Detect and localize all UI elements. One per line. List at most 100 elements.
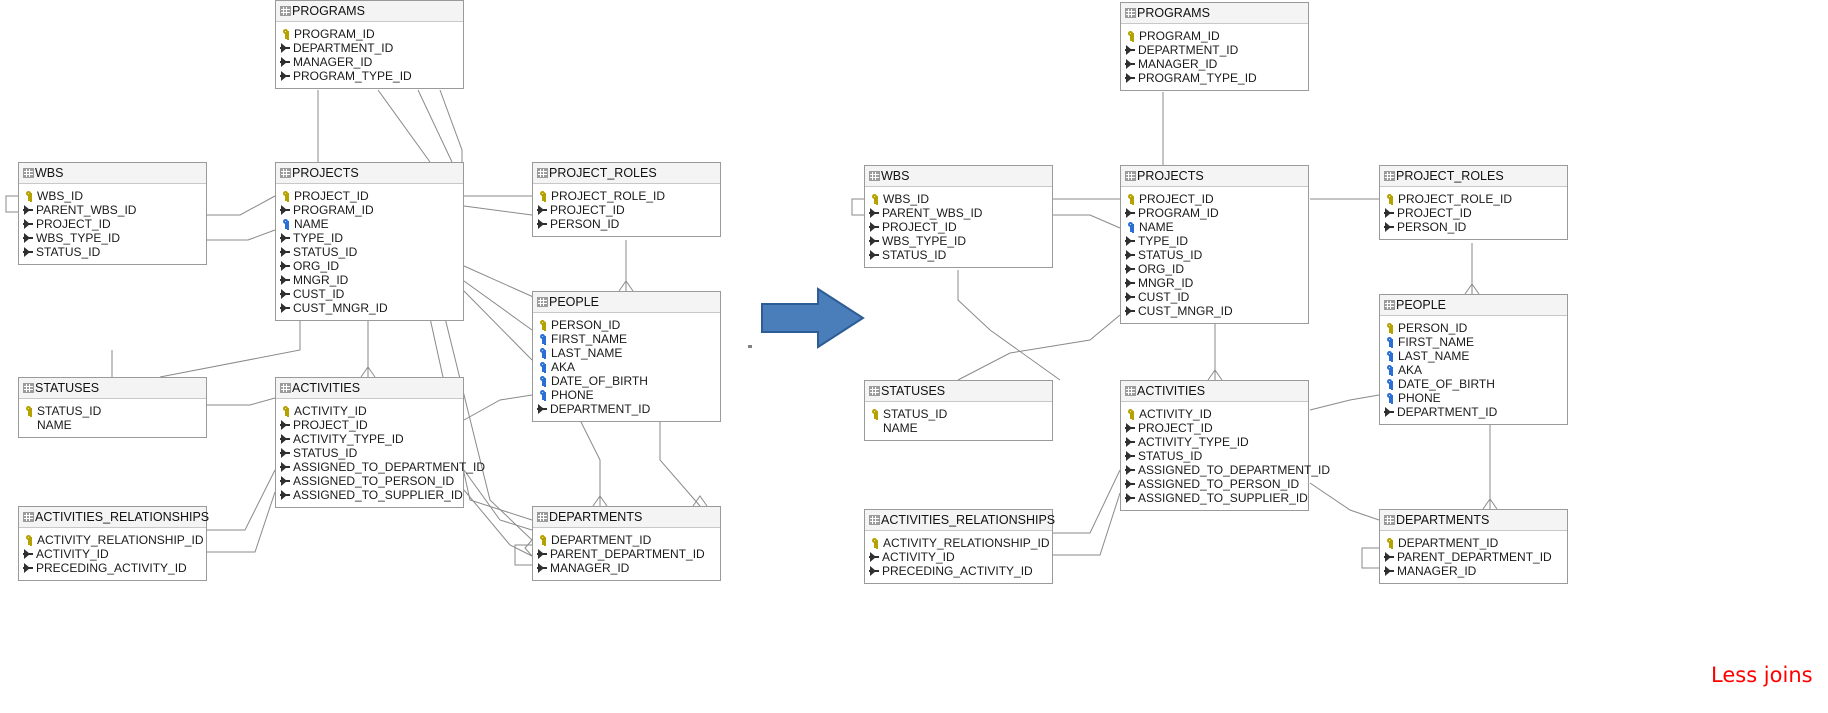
column-row[interactable]: ACTIVITY_ID [869,550,1048,564]
column-row[interactable]: STATUS_ID [1125,449,1304,463]
column-row[interactable]: MNGR_ID [280,273,459,287]
column-row[interactable]: PERSON_ID [1384,321,1563,335]
column-row[interactable]: MANAGER_ID [1125,57,1304,71]
column-row[interactable]: PROJECT_ID [1125,192,1304,206]
column-row[interactable]: PROJECT_ID [1125,421,1304,435]
column-row[interactable]: PROGRAM_ID [1125,206,1304,220]
column-row[interactable]: STATUS_ID [869,407,1048,421]
column-row[interactable]: PROJECT_ROLE_ID [537,189,716,203]
column-row[interactable]: MANAGER_ID [537,561,716,575]
column-row[interactable]: ASSIGNED_TO_SUPPLIER_ID [1125,491,1308,505]
column-row[interactable]: ACTIVITY_ID [1125,407,1304,421]
column-row[interactable]: WBS_TYPE_ID [23,231,202,245]
column-row[interactable]: ASSIGNED_TO_PERSON_ID [1125,477,1304,491]
column-row[interactable]: PROJECT_ROLE_ID [1384,192,1563,206]
column-row[interactable]: STATUS_ID [23,404,202,418]
column-row[interactable]: MANAGER_ID [280,55,459,69]
column-row[interactable]: NAME [280,217,459,231]
column-row[interactable]: PROGRAM_ID [1125,29,1304,43]
column-row[interactable]: PROGRAM_TYPE_ID [1125,71,1304,85]
column-row[interactable]: TYPE_ID [1125,234,1304,248]
column-row[interactable]: PARENT_WBS_ID [869,206,1048,220]
column-row[interactable]: DEPARTMENT_ID [280,41,459,55]
column-row[interactable]: DEPARTMENT_ID [537,402,716,416]
column-row[interactable]: PROGRAM_ID [280,27,459,41]
column-row[interactable]: MANAGER_ID [1384,564,1563,578]
column-row[interactable]: PROGRAM_TYPE_ID [280,69,459,83]
column-row[interactable]: ACTIVITY_ID [280,404,459,418]
column-row[interactable]: DATE_OF_BIRTH [1384,377,1563,391]
column-row[interactable]: ACTIVITY_RELATIONSHIP_ID [23,533,203,547]
column-row[interactable]: PARENT_DEPARTMENT_ID [1384,550,1563,564]
column-row[interactable]: STATUS_ID [23,245,202,259]
column-row[interactable]: ACTIVITY_TYPE_ID [280,432,459,446]
column-row[interactable]: PROJECT_ID [280,418,459,432]
column-row[interactable]: ASSIGNED_TO_DEPARTMENT_ID [1125,463,1330,477]
column-row[interactable]: AKA [537,360,716,374]
column-row[interactable]: PHONE [537,388,716,402]
column-row[interactable]: NAME [1125,220,1304,234]
column-row[interactable]: NAME [23,418,202,432]
column-row[interactable]: PHONE [1384,391,1563,405]
column-row[interactable]: PARENT_WBS_ID [23,203,202,217]
column-row[interactable]: ASSIGNED_TO_PERSON_ID [280,474,459,488]
column-row[interactable]: DEPARTMENT_ID [537,533,716,547]
column-row[interactable]: PERSON_ID [1384,220,1563,234]
column-row[interactable]: PROJECT_ID [537,203,716,217]
column-row[interactable]: ORG_ID [1125,262,1304,276]
column-row[interactable]: AKA [1384,363,1563,377]
column-row[interactable]: DATE_OF_BIRTH [537,374,716,388]
column-row[interactable]: WBS_ID [869,192,1048,206]
column-row[interactable]: PROJECT_ID [23,217,202,231]
column-row[interactable]: MNGR_ID [1125,276,1304,290]
column-row[interactable]: CUST_ID [280,287,459,301]
column-row[interactable]: CUST_ID [1125,290,1304,304]
column-row[interactable]: LAST_NAME [1384,349,1563,363]
column-row[interactable]: FIRST_NAME [537,332,716,346]
column-row[interactable]: STATUS_ID [280,245,459,259]
column-row[interactable]: DEPARTMENT_ID [1384,405,1563,419]
column-row[interactable]: ORG_ID [280,259,459,273]
column-row[interactable]: WBS_ID [23,189,202,203]
column-row[interactable]: PARENT_DEPARTMENT_ID [537,547,716,561]
column-row[interactable]: WBS_TYPE_ID [869,234,1048,248]
column-row[interactable]: FIRST_NAME [1384,335,1563,349]
column-row[interactable]: STATUS_ID [869,248,1048,262]
column-row[interactable]: DEPARTMENT_ID [1384,536,1563,550]
column-row[interactable]: PRECEDING_ACTIVITY_ID [869,564,1048,578]
column-row[interactable]: CUST_MNGR_ID [1125,304,1304,318]
column-row[interactable]: NAME [869,421,1048,435]
column-row[interactable]: PROJECT_ID [1384,206,1563,220]
column-row[interactable]: ASSIGNED_TO_DEPARTMENT_ID [280,460,485,474]
column-row[interactable]: LAST_NAME [537,346,716,360]
column-row[interactable]: DEPARTMENT_ID [1125,43,1304,57]
column-row[interactable]: STATUS_ID [280,446,459,460]
column-row[interactable]: CUST_MNGR_ID [280,301,459,315]
column-row[interactable]: ACTIVITY_ID [23,547,202,561]
column-row[interactable]: ACTIVITY_TYPE_ID [1125,435,1304,449]
column-row[interactable]: ASSIGNED_TO_SUPPLIER_ID [280,488,463,502]
column-row[interactable]: PROJECT_ID [280,189,459,203]
column-row[interactable]: PERSON_ID [537,318,716,332]
column-row[interactable]: STATUS_ID [1125,248,1304,262]
column-row[interactable]: PROJECT_ID [869,220,1048,234]
column-row[interactable]: TYPE_ID [280,231,459,245]
column-row[interactable]: ACTIVITY_RELATIONSHIP_ID [869,536,1049,550]
